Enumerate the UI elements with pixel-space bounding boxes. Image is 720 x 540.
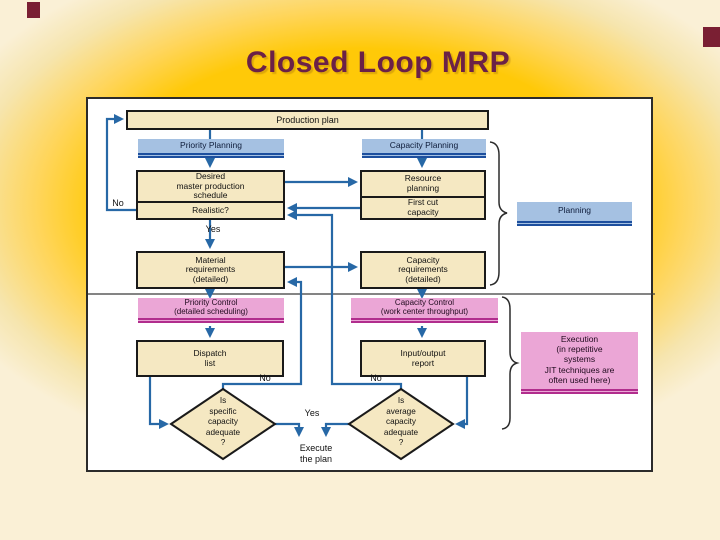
realistic-label: Realistic? bbox=[192, 204, 229, 215]
priority-planning-label: Priority Planning bbox=[180, 139, 242, 150]
planning-banner: Planning bbox=[517, 202, 632, 226]
priority-planning-banner: Priority Planning bbox=[138, 139, 284, 158]
priority-control-banner: Priority Control (detailed scheduling) bbox=[138, 298, 284, 323]
corner-mark-right bbox=[703, 27, 720, 47]
desired-mps-box: Desired master production schedule Reali… bbox=[136, 170, 285, 220]
no-average-label: No bbox=[370, 373, 382, 383]
desired-mps-label: Desired master production schedule bbox=[176, 171, 245, 201]
average-capacity-diamond-label: Is average capacity adequate ? bbox=[383, 396, 419, 447]
capacity-requirements-box: Capacity requirements (detailed) bbox=[360, 251, 486, 289]
first-cut-capacity-label: First cut capacity bbox=[362, 196, 484, 218]
input-output-report-box: Input/output report bbox=[360, 340, 486, 377]
resource-planning-label: Resource planning bbox=[404, 173, 442, 193]
execution-brace bbox=[501, 296, 520, 430]
slide-title: Closed Loop MRP bbox=[245, 46, 511, 79]
arrow-dispatch-to-specific-diamond bbox=[148, 377, 170, 430]
flow-connectors-svg bbox=[88, 113, 655, 461]
yes-adequate-label: Yes bbox=[304, 408, 320, 418]
arrow-average-yes-to-execute bbox=[320, 422, 349, 438]
arrow-no-loop-to-production-plan bbox=[105, 113, 136, 212]
no-specific-label: No bbox=[259, 373, 271, 383]
dispatch-list-box: Dispatch list bbox=[136, 340, 284, 377]
arrow-io-to-average-diamond bbox=[454, 377, 469, 430]
yes-realistic-label: Yes bbox=[205, 224, 221, 234]
arrow-specific-yes-to-execute bbox=[275, 422, 305, 438]
capacity-planning-banner: Capacity Planning bbox=[362, 139, 486, 158]
specific-capacity-diamond bbox=[169, 387, 277, 461]
specific-capacity-diamond-label: Is specific capacity adequate ? bbox=[205, 396, 241, 447]
execution-banner: Execution (in repetitive systems JIT tec… bbox=[521, 332, 638, 394]
average-capacity-diamond bbox=[347, 387, 455, 461]
execute-plan-label: Execute the plan bbox=[299, 443, 333, 464]
arrow-specific-no-to-material bbox=[221, 276, 303, 389]
no-loop-label: No bbox=[112, 198, 124, 208]
arrow-average-no-to-realistic bbox=[286, 209, 403, 389]
corner-mark-left bbox=[27, 2, 40, 18]
diagram-panel: Production plan Priority Planning Capaci… bbox=[86, 97, 655, 472]
capacity-control-banner: Capacity Control (work center throughput… bbox=[351, 298, 498, 323]
planning-brace bbox=[489, 141, 508, 286]
realistic-section: Realistic? bbox=[138, 200, 283, 218]
planning-label: Planning bbox=[557, 205, 592, 216]
capacity-planning-label: Capacity Planning bbox=[389, 139, 459, 150]
production-plan-label: Production plan bbox=[276, 114, 339, 125]
resource-planning-box: Resource planning First cut capacity bbox=[360, 170, 486, 220]
production-plan-box: Production plan bbox=[126, 110, 489, 130]
material-requirements-box: Material requirements (detailed) bbox=[136, 251, 285, 289]
